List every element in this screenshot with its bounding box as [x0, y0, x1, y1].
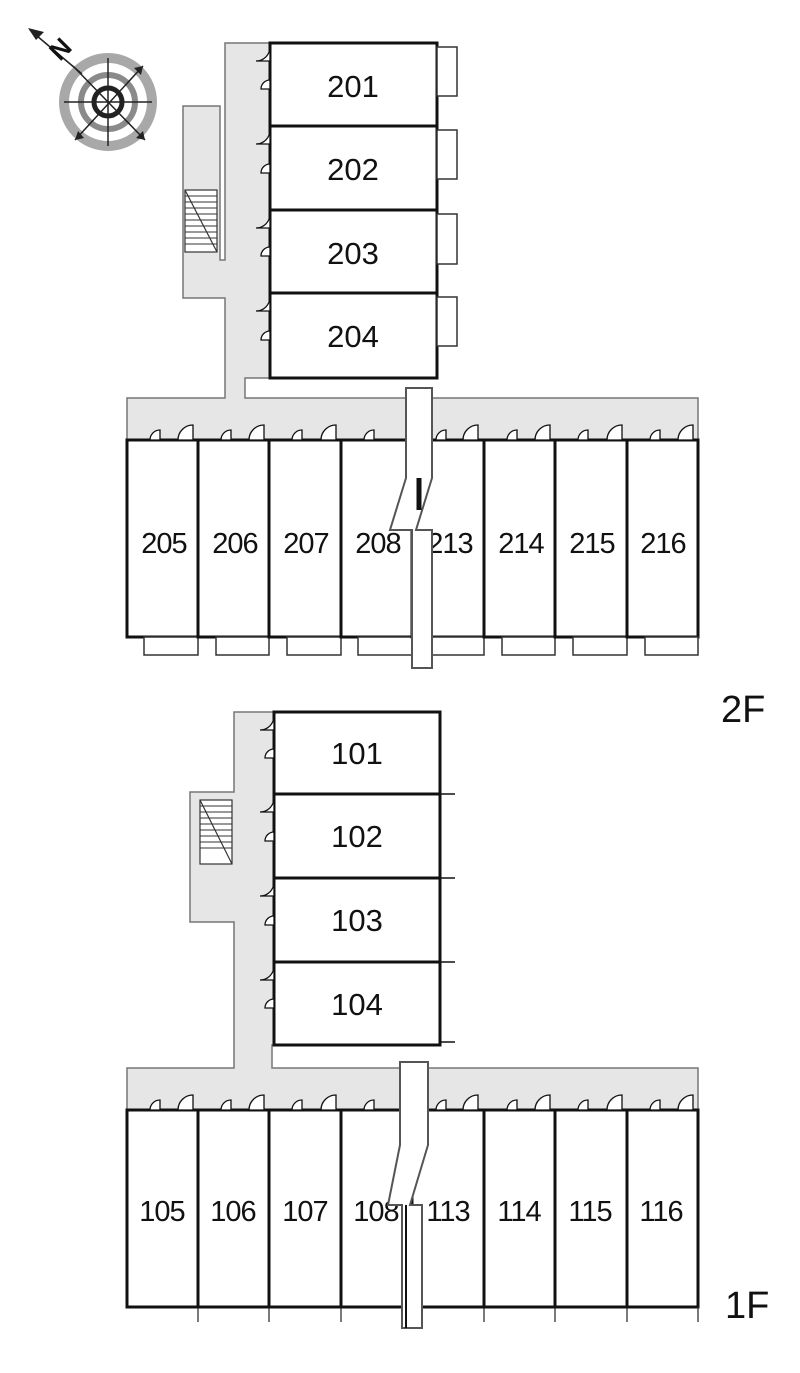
room-114: 114 — [482, 1094, 557, 1322]
room-103: 103 — [259, 876, 455, 964]
compass-icon — [28, 28, 157, 151]
room-202: 202 — [255, 124, 458, 212]
room-115: 115 — [553, 1094, 629, 1322]
room-label-216: 216 — [640, 528, 685, 560]
room-107: 107 — [267, 1094, 343, 1322]
room-214: 214 — [482, 424, 557, 656]
room-label-215: 215 — [569, 528, 614, 560]
room-208: 208 — [339, 429, 414, 656]
floor-2f: 201 202 203 204 20 — [125, 41, 700, 669]
room-203: 203 — [255, 208, 458, 295]
room-104: 104 — [259, 960, 455, 1047]
room-label-103: 103 — [331, 903, 383, 938]
room-label-208: 208 — [355, 528, 400, 560]
floor-1f: 101 102 103 104 105 — [125, 710, 700, 1329]
room-215: 215 — [553, 424, 629, 656]
room-label-101: 101 — [331, 736, 383, 771]
room-label-115: 115 — [568, 1196, 611, 1228]
room-label-202: 202 — [327, 152, 379, 187]
room-label-214: 214 — [498, 528, 544, 560]
room-205: 205 — [125, 424, 200, 656]
room-label-105: 105 — [139, 1196, 184, 1228]
room-206: 206 — [196, 424, 271, 656]
room-101: 101 — [259, 710, 455, 796]
floor-label-1f: 1F — [725, 1285, 769, 1327]
compass-north-label: N — [43, 32, 77, 66]
room-label-107: 107 — [282, 1196, 327, 1228]
room-label-106: 106 — [210, 1196, 255, 1228]
room-label-104: 104 — [331, 987, 383, 1022]
room-102: 102 — [259, 792, 455, 880]
room-label-114: 114 — [497, 1196, 541, 1228]
room-label-113: 113 — [426, 1196, 469, 1228]
room-label-102: 102 — [331, 819, 383, 854]
room-label-203: 203 — [327, 236, 379, 271]
room-113: 113 — [410, 1094, 486, 1322]
room-label-207: 207 — [283, 528, 328, 560]
room-116: 116 — [625, 1094, 700, 1322]
room-label-213: 213 — [427, 528, 472, 560]
room-label-201: 201 — [327, 69, 379, 104]
break-mark-2f — [388, 387, 433, 669]
room-207: 207 — [267, 424, 343, 656]
room-216: 216 — [625, 424, 700, 656]
room-204: 204 — [255, 291, 458, 380]
room-label-204: 204 — [327, 319, 379, 354]
room-label-206: 206 — [212, 528, 257, 560]
room-label-205: 205 — [141, 528, 186, 560]
floor-label-2f: 2F — [721, 689, 765, 731]
room-105: 105 — [125, 1094, 200, 1322]
room-label-116: 116 — [639, 1196, 682, 1228]
break-mark-1f — [386, 1061, 429, 1329]
room-106: 106 — [196, 1094, 271, 1322]
room-201: 201 — [255, 41, 458, 128]
stair-icon-2f — [184, 189, 218, 253]
stair-icon-1f — [199, 799, 233, 865]
